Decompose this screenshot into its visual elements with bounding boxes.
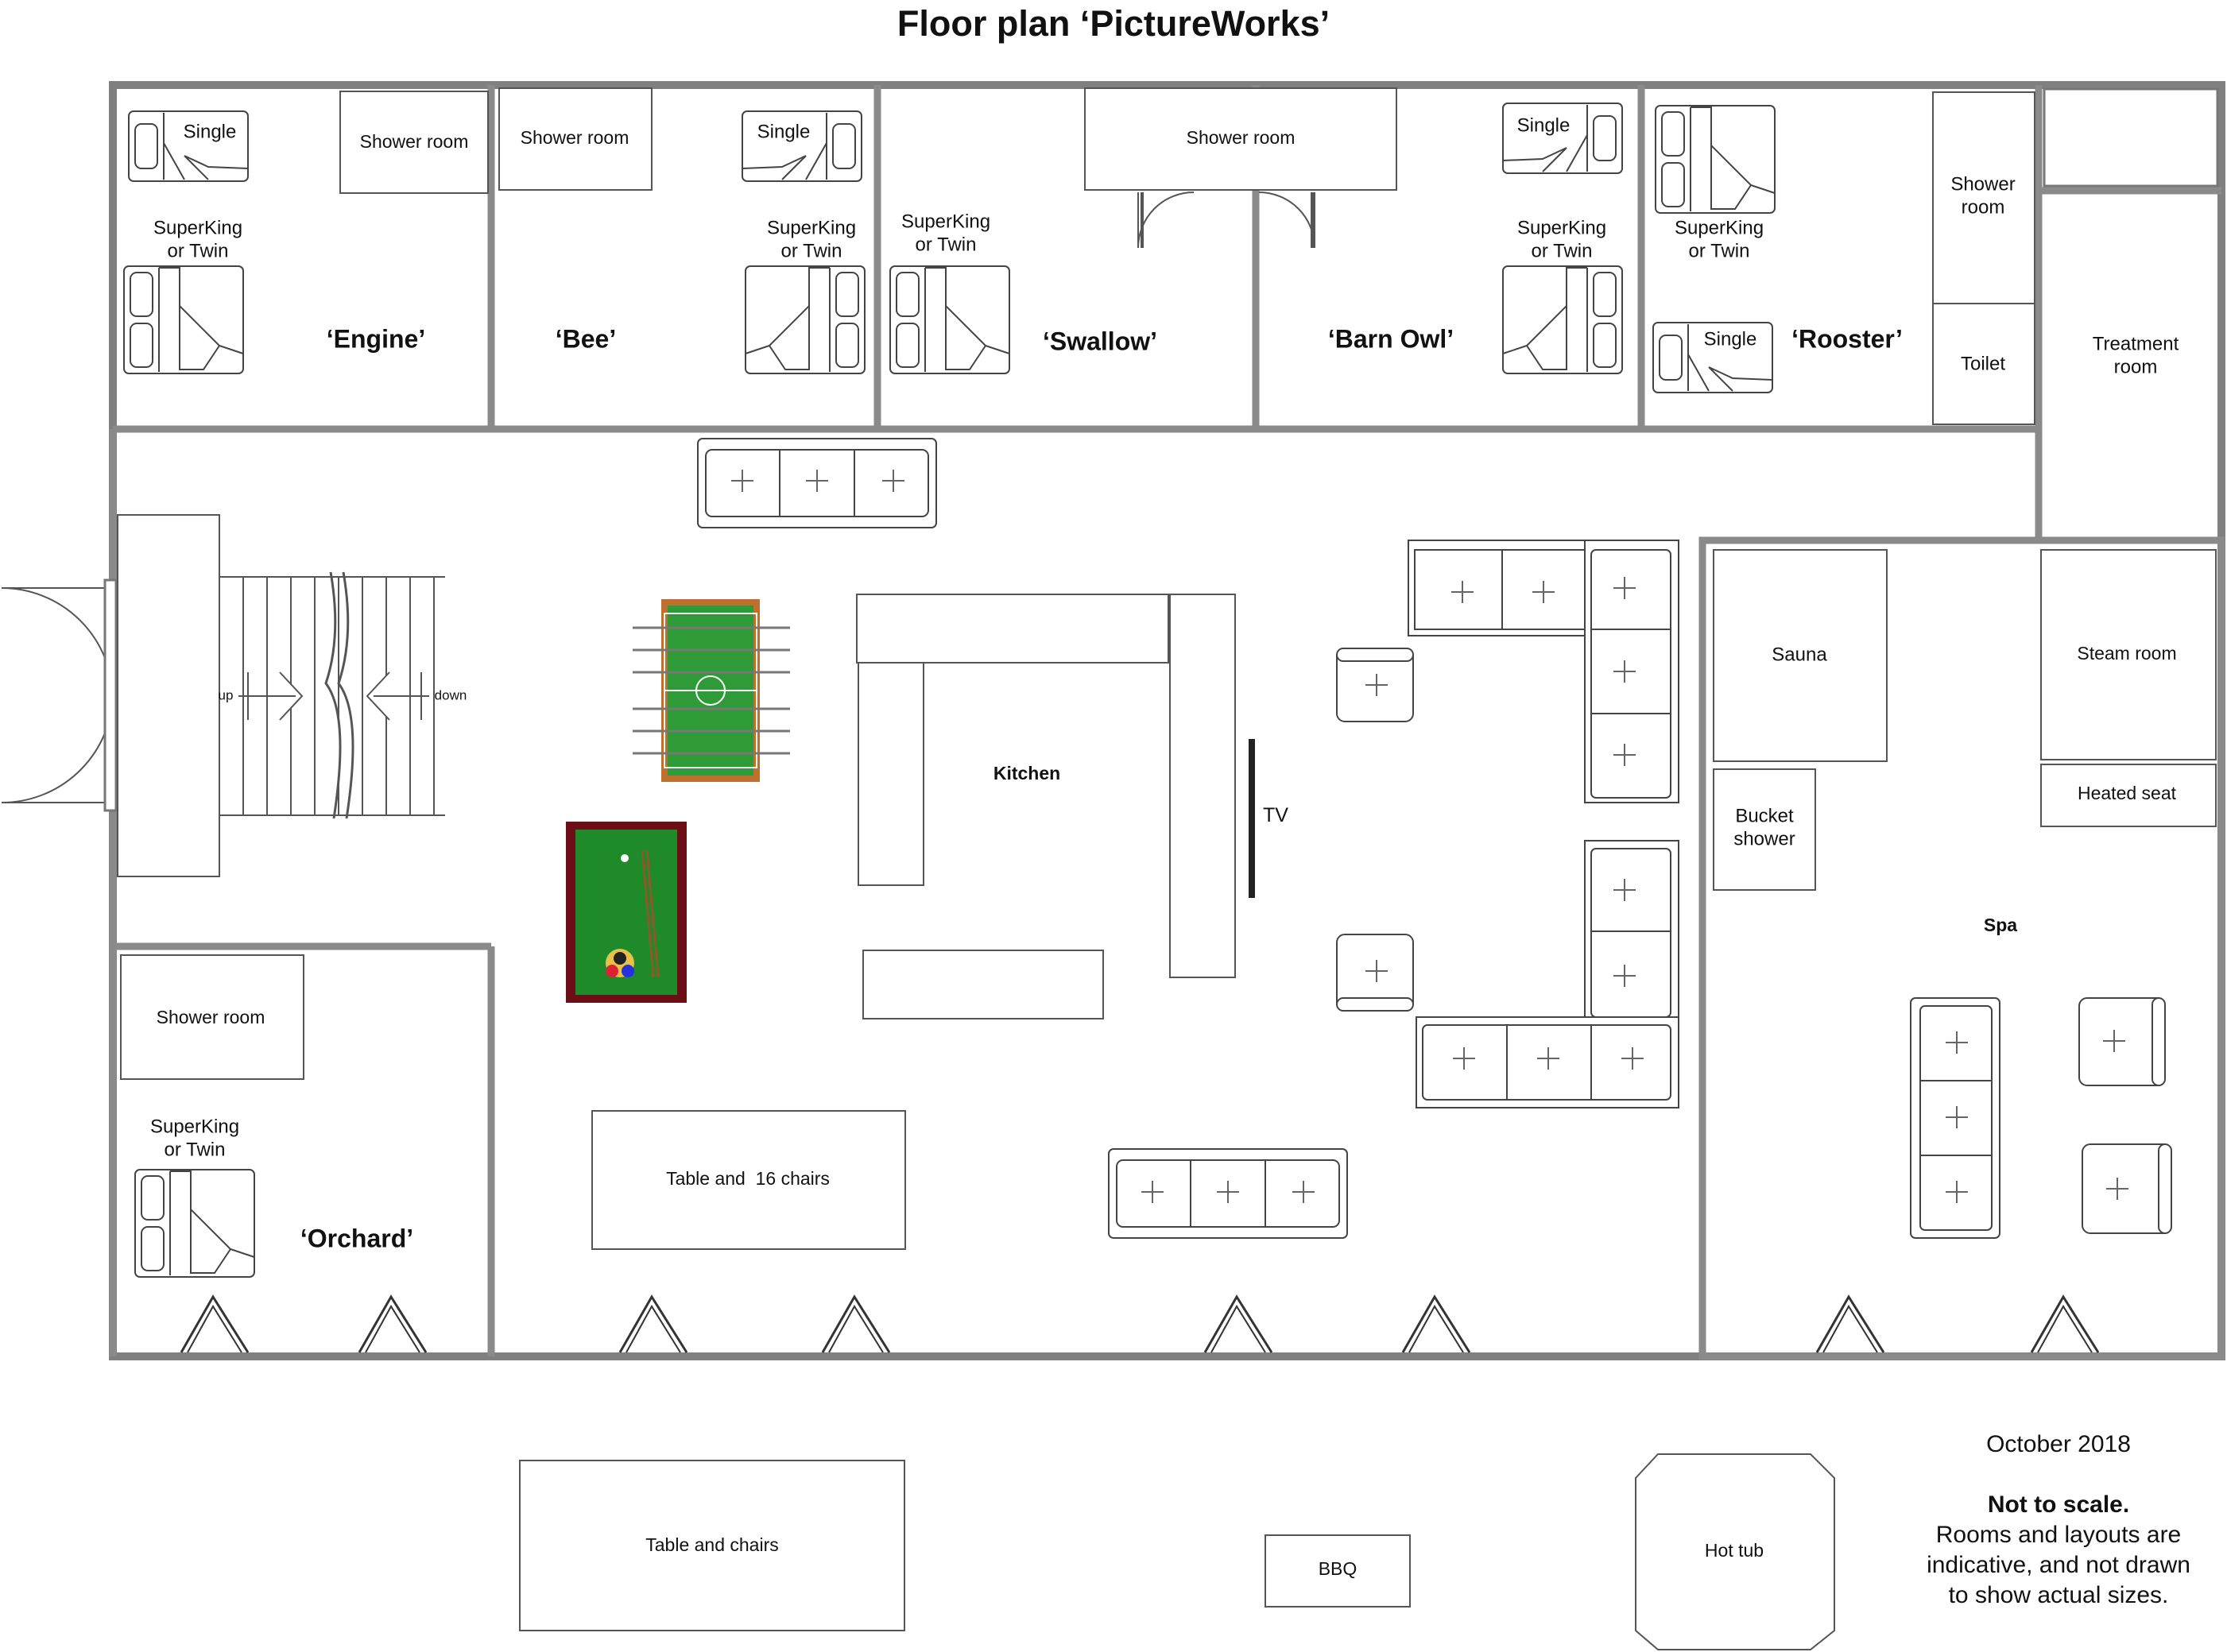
swallow-king-label: SuperKing or Twin	[900, 211, 991, 256]
bee-king-label: SuperKing or Twin	[766, 217, 857, 262]
tv-label: TV	[1263, 803, 1288, 826]
barn-owl-king-label: SuperKing or Twin	[1516, 217, 1607, 262]
room-rooster	[1652, 91, 2035, 425]
orchard-room-name: ‘Orchard’	[300, 1224, 414, 1253]
room-bee	[498, 87, 866, 374]
room-orchard	[120, 954, 428, 1354]
foosball-table-icon	[633, 599, 790, 782]
orchard-king-label: SuperKing or Twin	[149, 1116, 240, 1161]
swallow-room-name: ‘Swallow’	[1042, 327, 1158, 356]
bee-shower-label: Shower room	[520, 126, 629, 148]
steam-room-label: Steam room	[2077, 642, 2177, 664]
hot-tub-label: Hot tub	[1704, 1539, 1764, 1561]
rooster-king-label: SuperKing or Twin	[1674, 217, 1764, 262]
spa-area	[1698, 536, 2225, 1360]
note-text: Rooms and layouts are indicative, and no…	[1927, 1522, 2190, 1609]
swallow-shower-label: Shower room	[1186, 126, 1296, 148]
barn-owl-single-label: Single	[1516, 114, 1571, 137]
treatment-room	[2043, 87, 2219, 188]
spa-label: Spa	[1983, 914, 2018, 935]
outside-area	[519, 1453, 1835, 1650]
rooster-shower-label: Shower room	[1950, 173, 2016, 219]
kitchen-label: Kitchen	[993, 762, 1061, 783]
orchard-shower-label: Shower room	[156, 1006, 265, 1027]
stairs-up-label: up	[218, 687, 234, 703]
room-barn-owl	[1258, 103, 1623, 374]
bee-room-name: ‘Bee’	[555, 324, 617, 354]
entrance-doors	[1, 578, 118, 812]
plan-note: October 2018 Not to scale. Rooms and lay…	[1884, 1430, 2227, 1611]
treatment-room-label: Treatment room	[2092, 333, 2179, 378]
engine-king-label: SuperKing or Twin	[153, 217, 243, 262]
pool-table-icon	[566, 822, 687, 1003]
note-date: October 2018	[1986, 1431, 2131, 1457]
interior-walls	[109, 85, 2221, 1356]
plan-title: Floor plan ‘PictureWorks’	[897, 3, 1330, 44]
rooster-room-name: ‘Rooster’	[1791, 324, 1903, 354]
bee-single-label: Single	[757, 121, 811, 143]
sauna-label: Sauna	[1772, 644, 1827, 666]
living-area	[566, 438, 1679, 1354]
heated-seat-label: Heated seat	[2077, 782, 2177, 803]
room-engine	[123, 91, 489, 374]
engine-shower-label: Shower room	[359, 130, 469, 152]
rooster-toilet-label: Toilet	[1960, 353, 2006, 375]
barn-owl-room-name: ‘Barn Owl’	[1327, 324, 1454, 354]
big-table-label: Table and 16 chairs	[666, 1167, 830, 1189]
engine-room-name: ‘Engine’	[326, 324, 426, 354]
note-scale: Not to scale.	[1987, 1491, 2130, 1519]
engine-single-label: Single	[183, 121, 237, 143]
staircase	[117, 514, 445, 877]
rooster-single-label: Single	[1703, 328, 1757, 350]
stairs-down-label: down	[434, 687, 467, 703]
room-swallow	[889, 87, 1397, 374]
bucket-shower-label: Bucket shower	[1733, 805, 1795, 850]
outside-table-label: Table and chairs	[645, 1534, 779, 1555]
bbq-label: BBQ	[1318, 1557, 1358, 1579]
